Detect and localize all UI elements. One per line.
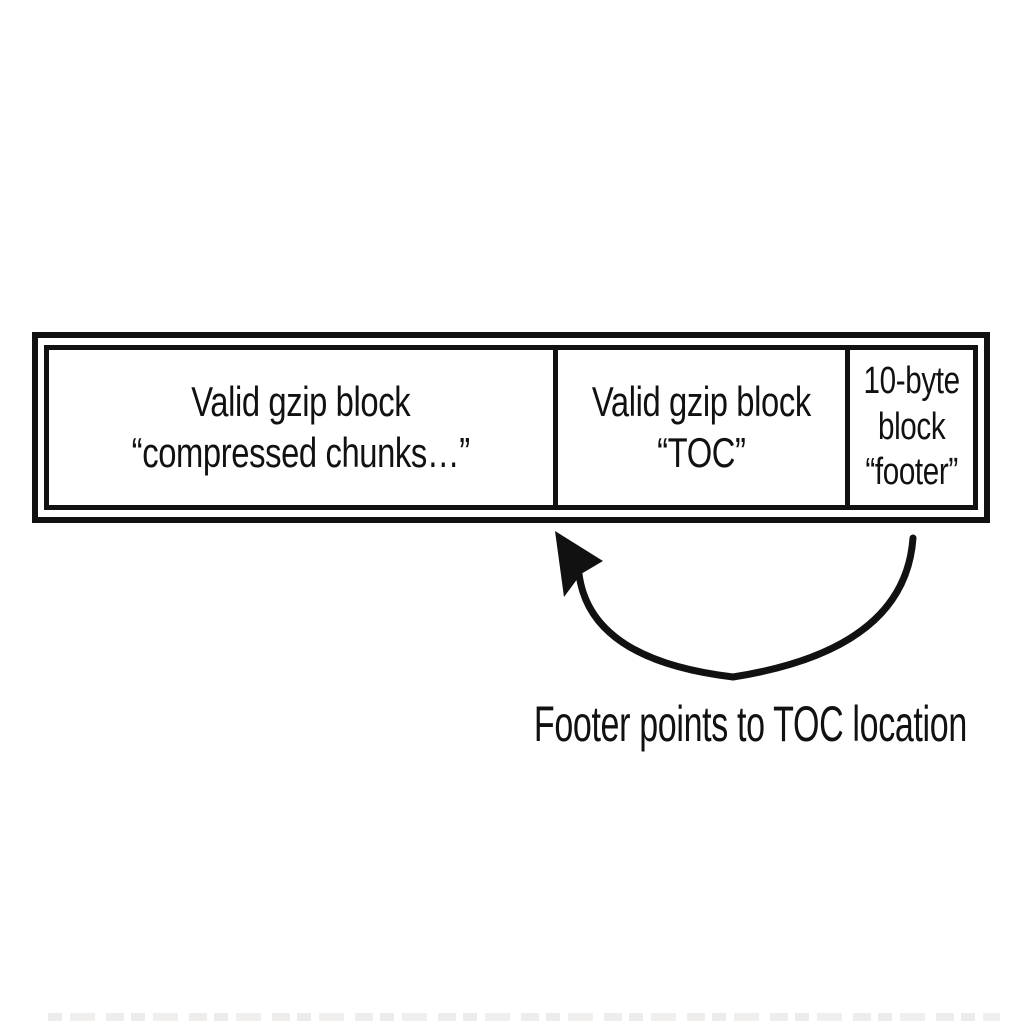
arrow-caption-text: Footer points to TOC location	[533, 696, 967, 752]
block-toc: Valid gzip block “TOC”	[558, 350, 845, 505]
block-compressed-chunks-label: Valid gzip block “compressed chunks…”	[131, 377, 471, 478]
gzip-file-outer-box: Valid gzip block “compressed chunks…” Va…	[32, 332, 990, 523]
arrowhead-icon	[555, 531, 603, 597]
block-line: “compressed chunks…”	[131, 428, 471, 476]
block-footer: 10-byte block “footer”	[850, 350, 973, 505]
block-line: “TOC”	[656, 428, 746, 476]
block-divider-2	[844, 350, 850, 505]
block-line: Valid gzip block	[591, 378, 811, 426]
block-toc-label: Valid gzip block “TOC”	[592, 377, 811, 478]
block-line: 10-byte	[863, 360, 960, 403]
block-compressed-chunks: Valid gzip block “compressed chunks…”	[49, 350, 553, 505]
block-divider-1	[552, 350, 558, 505]
block-footer-label: 10-byte block “footer”	[863, 359, 960, 496]
arrow-caption: Footer points to TOC location	[432, 695, 1024, 753]
gzip-file-inner-box: Valid gzip block “compressed chunks…” Va…	[44, 345, 978, 510]
cutoff-text-artifact	[48, 1013, 1000, 1021]
block-line: Valid gzip block	[191, 378, 411, 426]
arrow-curve-path	[575, 534, 917, 681]
block-line: block	[877, 405, 946, 448]
block-line: “footer”	[865, 451, 958, 494]
